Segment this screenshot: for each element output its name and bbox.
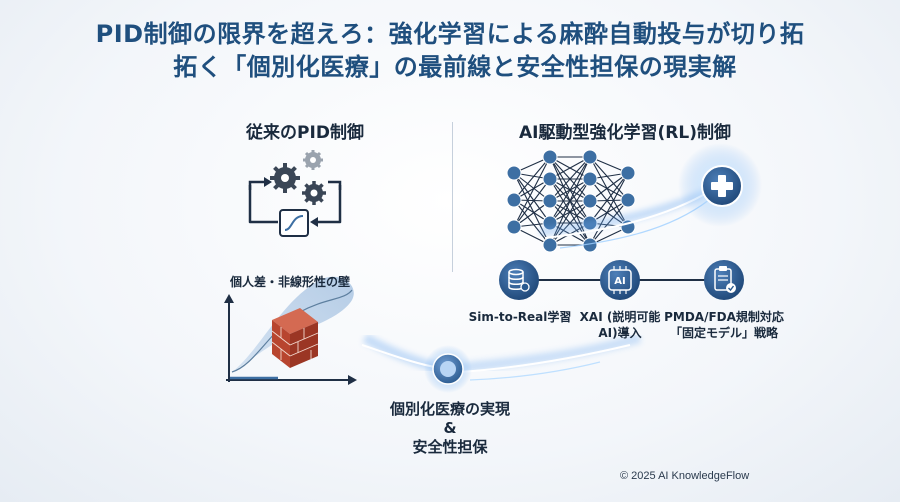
- medical-cross-icon: [701, 165, 743, 207]
- outcome-line-1: 個別化医療の実現: [389, 400, 510, 418]
- outcome-line-3: 安全性担保: [412, 438, 488, 456]
- database-gear-icon: [499, 260, 539, 300]
- clipboard-check-icon: [704, 260, 744, 300]
- ai-chip-text: AI: [614, 276, 625, 287]
- nn-node: [542, 149, 558, 165]
- nn-edge: [549, 156, 591, 180]
- nn-edge: [549, 156, 591, 202]
- wall-label: 個人差・非線形性の壁: [229, 275, 350, 289]
- nn-edge: [513, 156, 551, 201]
- pid-heading: 従来のPID制御: [246, 123, 364, 143]
- title-line-2: 拓く「個別化医療」の最前線と安全性担保の現実解: [173, 53, 737, 81]
- section-divider: [452, 122, 453, 272]
- outcome-node: [424, 345, 472, 393]
- pid-loop-diagram: [248, 177, 342, 237]
- nn-node: [506, 192, 522, 208]
- nn-edge: [513, 172, 551, 202]
- neural-network-icon: [506, 149, 636, 253]
- page-title: PID制御の限界を超えろ：強化学習による麻酔自動投与が切り拓 拓く「個別化医療」…: [0, 18, 900, 84]
- nn-node: [506, 165, 522, 181]
- nn-edge: [589, 172, 629, 246]
- nn-edge: [589, 156, 629, 201]
- step-label-sim2real: Sim-to-Real学習: [468, 310, 572, 324]
- nn-node: [542, 171, 558, 187]
- gear-icon: [302, 181, 326, 205]
- brick-wall-icon: [271, 308, 319, 368]
- nn-edge: [589, 172, 629, 202]
- nn-edge: [513, 199, 551, 246]
- ai-chip-icon: AI: [600, 260, 640, 300]
- step-label-regulation: PMDA/FDA規制対応 「固定モデル」戦略: [664, 310, 784, 340]
- nn-node: [582, 171, 598, 187]
- nn-edge: [513, 156, 551, 228]
- nn-node: [542, 237, 558, 253]
- nn-node: [542, 193, 558, 209]
- outcome-text: 個別化医療の実現 & 安全性担保: [345, 400, 555, 457]
- nn-node: [582, 193, 598, 209]
- nn-edge: [549, 156, 591, 224]
- gear-icon: [303, 150, 323, 170]
- nn-edge: [513, 172, 551, 224]
- nn-edge: [589, 172, 629, 224]
- nn-node: [506, 219, 522, 235]
- nn-edge: [549, 200, 591, 246]
- nn-edge: [513, 178, 551, 228]
- nn-node: [582, 149, 598, 165]
- nn-node: [620, 165, 636, 181]
- nn-node: [620, 192, 636, 208]
- gear-icon: [270, 163, 300, 193]
- copyright: © 2025 AI KnowledgeFlow: [620, 470, 750, 482]
- rl-heading: AI駆動型強化学習(RL)制御: [519, 123, 731, 143]
- title-line-1: PID制御の限界を超えろ：強化学習による麻酔自動投与が切り拓: [95, 20, 805, 48]
- step-label-xai: XAI (説明可能 AI)導入: [579, 310, 661, 340]
- outcome-line-2: &: [443, 419, 457, 437]
